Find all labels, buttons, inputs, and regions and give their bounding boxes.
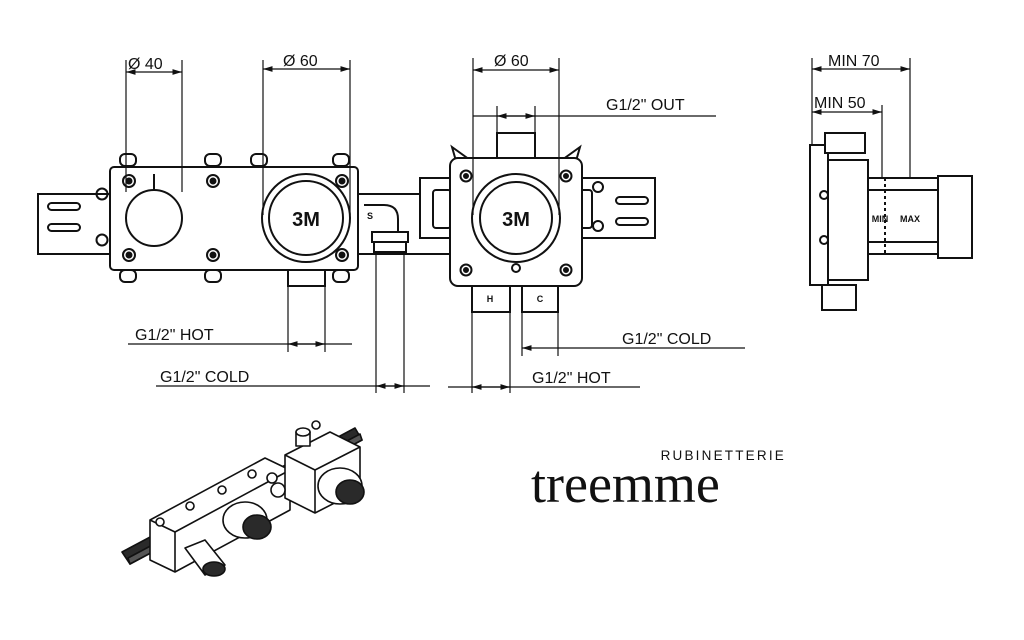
- side-min-label: MIN: [872, 214, 889, 224]
- front-view-right-body: [419, 132, 656, 313]
- brand-logo: treemme: [531, 454, 720, 514]
- brand-subtitle: RUBINETTERIE: [661, 448, 786, 463]
- port-h-label: H: [487, 294, 494, 304]
- label-cold-left: G1/2" COLD: [160, 369, 249, 386]
- side-view-body: [809, 132, 973, 311]
- svg-text:S: S: [367, 211, 373, 221]
- port-c-label: C: [537, 294, 544, 304]
- dimension-lines: [125, 58, 911, 393]
- label-hot-right: G1/2" HOT: [532, 370, 611, 387]
- label-out: G1/2" OUT: [606, 97, 685, 114]
- dim-dia-60-mid: Ø 60: [283, 53, 318, 70]
- isometric-view: [121, 420, 365, 577]
- dim-dia-60-right: Ø 60: [494, 53, 529, 70]
- cap-brand-right: 3M: [502, 209, 530, 231]
- dim-min-50: MIN 50: [814, 95, 866, 112]
- front-view-left-body: S: [37, 153, 459, 287]
- label-hot-left: G1/2" HOT: [135, 327, 214, 344]
- cap-brand-mid: 3M: [292, 209, 320, 231]
- side-max-label: MAX: [900, 214, 920, 224]
- label-cold-right: G1/2" COLD: [622, 331, 711, 348]
- dim-dia-40: Ø 40: [128, 56, 163, 73]
- dim-min-70: MIN 70: [828, 53, 880, 70]
